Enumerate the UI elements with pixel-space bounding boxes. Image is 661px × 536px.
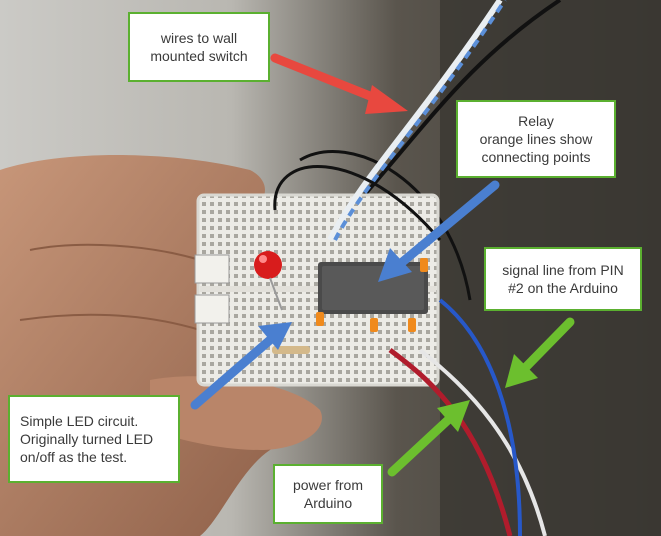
callout-power-line-1: power from <box>292 477 364 493</box>
finger-crease <box>29 243 201 261</box>
connection-marker <box>420 258 428 272</box>
thumb <box>150 376 322 450</box>
relay-chip-top <box>322 266 424 310</box>
callout-power-line-2: Arduino <box>303 495 353 511</box>
twisted-wire-white <box>327 0 503 242</box>
black-cable <box>358 0 562 202</box>
breadboard-edge <box>196 193 440 387</box>
callout-led-line-2: Originally turned LED <box>20 431 154 447</box>
led-leg <box>269 277 283 311</box>
pin-header-2 <box>194 294 230 324</box>
arrow-to-relay <box>378 180 500 282</box>
arrow-to-power <box>387 400 470 477</box>
callout-signal-line-2: #2 on the Arduino <box>508 280 618 296</box>
callout-relay-line-3: connecting points <box>481 149 591 165</box>
callout-relay-line-1: Relay <box>518 113 554 129</box>
callout-signal-line-1: signal line from PIN <box>502 262 624 278</box>
callout-wires-line-2: mounted switch <box>150 48 248 64</box>
twisted-wire-blue <box>333 0 507 241</box>
blue-wire <box>438 298 522 536</box>
arrow-to-wires <box>270 53 408 114</box>
callout-led-line-1: Simple LED circuit. <box>20 413 139 429</box>
connection-marker <box>370 318 378 332</box>
callout-led-line-3: on/off as the test. <box>20 449 128 465</box>
pin-header <box>194 254 230 284</box>
black-loop-wire <box>273 165 442 241</box>
connection-marker <box>408 318 416 332</box>
callout-wires-line-1: wires to wall <box>160 30 238 46</box>
led-highlight <box>259 255 267 263</box>
finger-crease-2 <box>19 313 201 331</box>
black-cable-2 <box>299 150 472 301</box>
arrow-to-led <box>190 322 292 410</box>
red-led <box>254 251 282 279</box>
connection-marker <box>316 312 324 326</box>
white-wire <box>418 348 547 536</box>
callout-relay-line-2: orange lines show <box>479 131 593 147</box>
callout-wires: wires to wall mounted switch <box>128 12 270 82</box>
callout-led: Simple LED circuit. Originally turned LE… <box>8 395 180 483</box>
callout-signal: signal line from PIN #2 on the Arduino <box>484 247 642 311</box>
resistor <box>272 346 310 354</box>
callout-power: power from Arduino <box>273 464 383 524</box>
callout-relay: Relay orange lines show connecting point… <box>456 100 616 178</box>
arrow-to-signal <box>505 317 575 388</box>
